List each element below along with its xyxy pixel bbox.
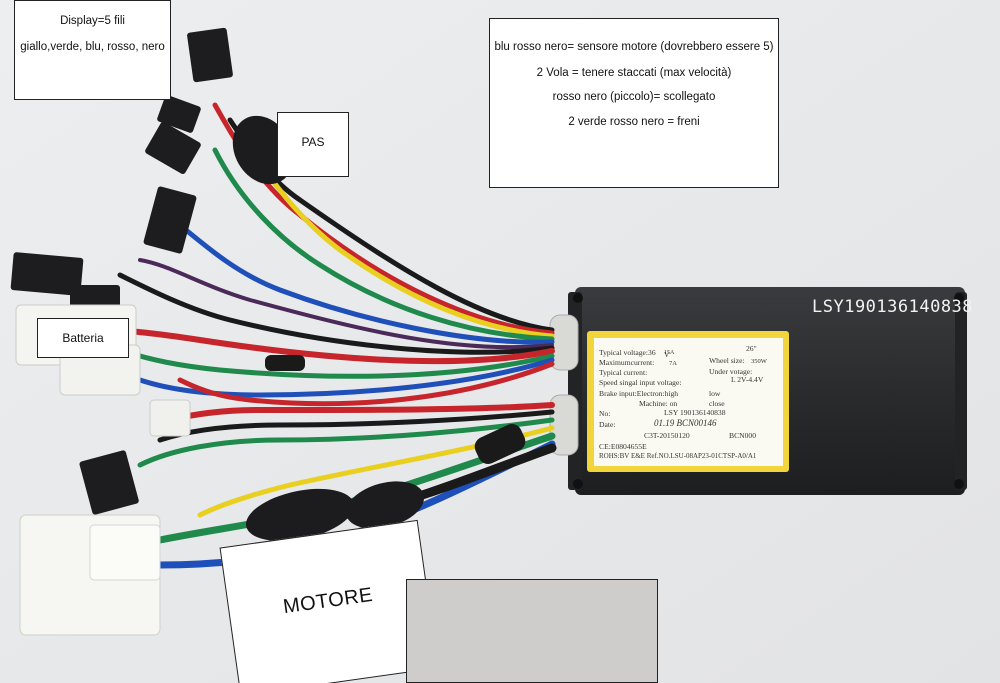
label-wheel-size-value: 26" bbox=[746, 344, 757, 353]
note-legend-line: blu rosso nero= sensore motore (dovrebbe… bbox=[494, 41, 774, 53]
gray-patch bbox=[406, 579, 658, 683]
label-ce: CE:E0804655E bbox=[599, 442, 647, 451]
note-legend: blu rosso nero= sensore motore (dovrebbe… bbox=[489, 18, 779, 188]
label-typical-voltage: Typical voltage:36 bbox=[599, 348, 656, 357]
label-typical-voltage-hand: V bbox=[664, 350, 670, 359]
note-motore-label: MOTORE bbox=[281, 583, 375, 619]
note-legend-line: 2 Vola = tenere staccati (max velocità) bbox=[536, 67, 732, 79]
label-bcn: BCN000 bbox=[729, 431, 757, 440]
label-machine-close: close bbox=[709, 399, 725, 408]
label-max-current-value: 15A bbox=[664, 350, 675, 356]
note-display: Display=5 fili giallo,verde, blu, rosso,… bbox=[14, 0, 171, 100]
note-legend-line: rosso nero (piccolo)= scollegato bbox=[552, 91, 716, 103]
note-legend-line: 2 verde rosso nero = freni bbox=[568, 116, 700, 128]
label-max-current: Maximumcurrent: bbox=[599, 358, 655, 367]
note-pas: PAS bbox=[277, 112, 349, 177]
label-rohs: ROHS:BV E&E Ref.NO.LSU-08AP23-01CTSP-A0/… bbox=[599, 452, 757, 460]
label-c3t: C3T-20150120 bbox=[644, 431, 690, 440]
label-no-value: LSY 190136140838 bbox=[664, 408, 726, 417]
label-under-voltage-value: L 2V-4.4V bbox=[731, 375, 764, 384]
label-typical-current-value: 7A bbox=[669, 360, 677, 367]
note-batteria: Batteria bbox=[37, 318, 129, 358]
label-brake-input: Brake input:Electron:high bbox=[599, 389, 679, 398]
note-batteria-label: Batteria bbox=[62, 331, 104, 345]
note-display-line2: giallo,verde, blu, rosso, nero bbox=[20, 41, 165, 53]
label-speed-input: Speed singal input voltage: bbox=[599, 378, 682, 387]
controller-serial: LSY190136140838 bbox=[812, 297, 974, 317]
label-machine: Machine: on bbox=[639, 399, 678, 408]
label-typical-current: Typical current: bbox=[599, 368, 648, 377]
label-no: No: bbox=[599, 409, 611, 418]
label-power-value: 350W bbox=[751, 358, 767, 365]
label-date-value: 01.19 BCN00146 bbox=[654, 418, 717, 428]
note-pas-label: PAS bbox=[301, 135, 325, 149]
label-brake-low: low bbox=[709, 389, 721, 398]
wire-harness bbox=[97, 102, 557, 569]
spec-sticker: Typical voltage:36 V 26" Maximumcurrent:… bbox=[594, 338, 783, 466]
label-date: Date: bbox=[599, 420, 616, 429]
note-display-line1: Display=5 fili bbox=[60, 15, 125, 27]
label-under-voltage: Under votage: bbox=[709, 367, 753, 376]
label-wheel-size: Wheel size: bbox=[709, 356, 745, 365]
